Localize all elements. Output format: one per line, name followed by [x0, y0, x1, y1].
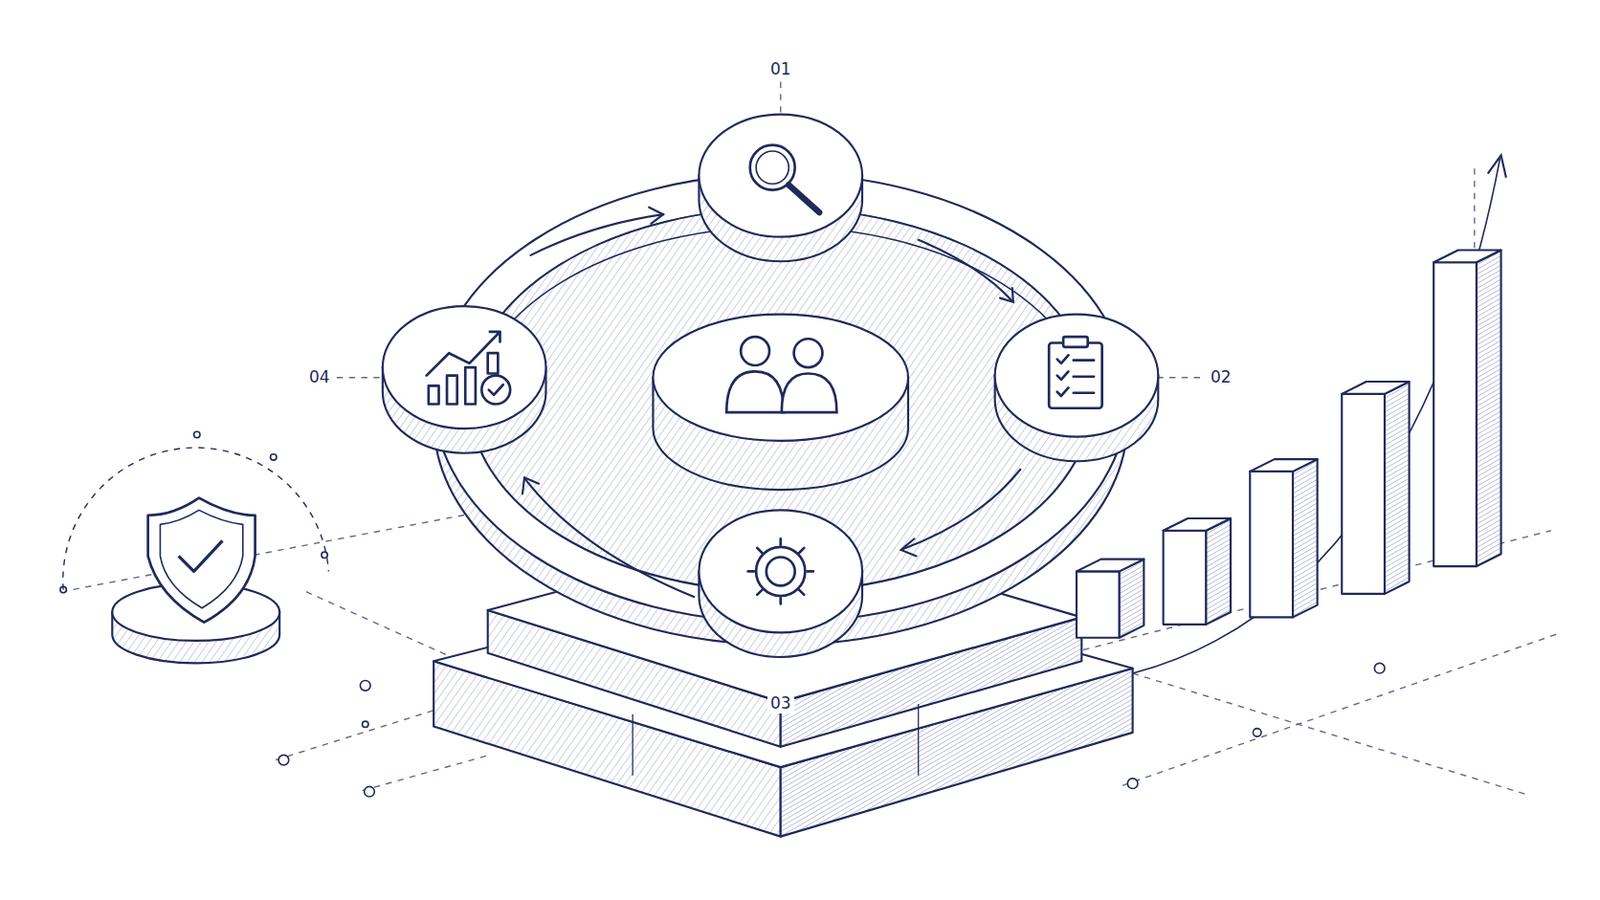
- callout-number: 02: [1207, 367, 1235, 388]
- bar-face: [1433, 250, 1501, 264]
- bar-face: [1249, 471, 1293, 618]
- bar-face: [1076, 559, 1144, 573]
- bar-face: [1384, 381, 1410, 595]
- callout-number: 03: [767, 693, 795, 714]
- bar-face: [1163, 531, 1207, 625]
- bar-face: [1076, 571, 1120, 638]
- bar-face: [1205, 518, 1231, 625]
- bar-face: [1119, 559, 1145, 639]
- bar-face: [1292, 459, 1318, 618]
- bar-face: [1433, 262, 1477, 567]
- callout-number: 01: [767, 59, 795, 80]
- bar-face: [1249, 459, 1317, 472]
- callout-number: 04: [306, 367, 334, 388]
- bar-face: [1341, 381, 1409, 395]
- bar-face: [1163, 518, 1231, 532]
- bar-face: [1341, 394, 1385, 595]
- bar-face: [1476, 250, 1502, 568]
